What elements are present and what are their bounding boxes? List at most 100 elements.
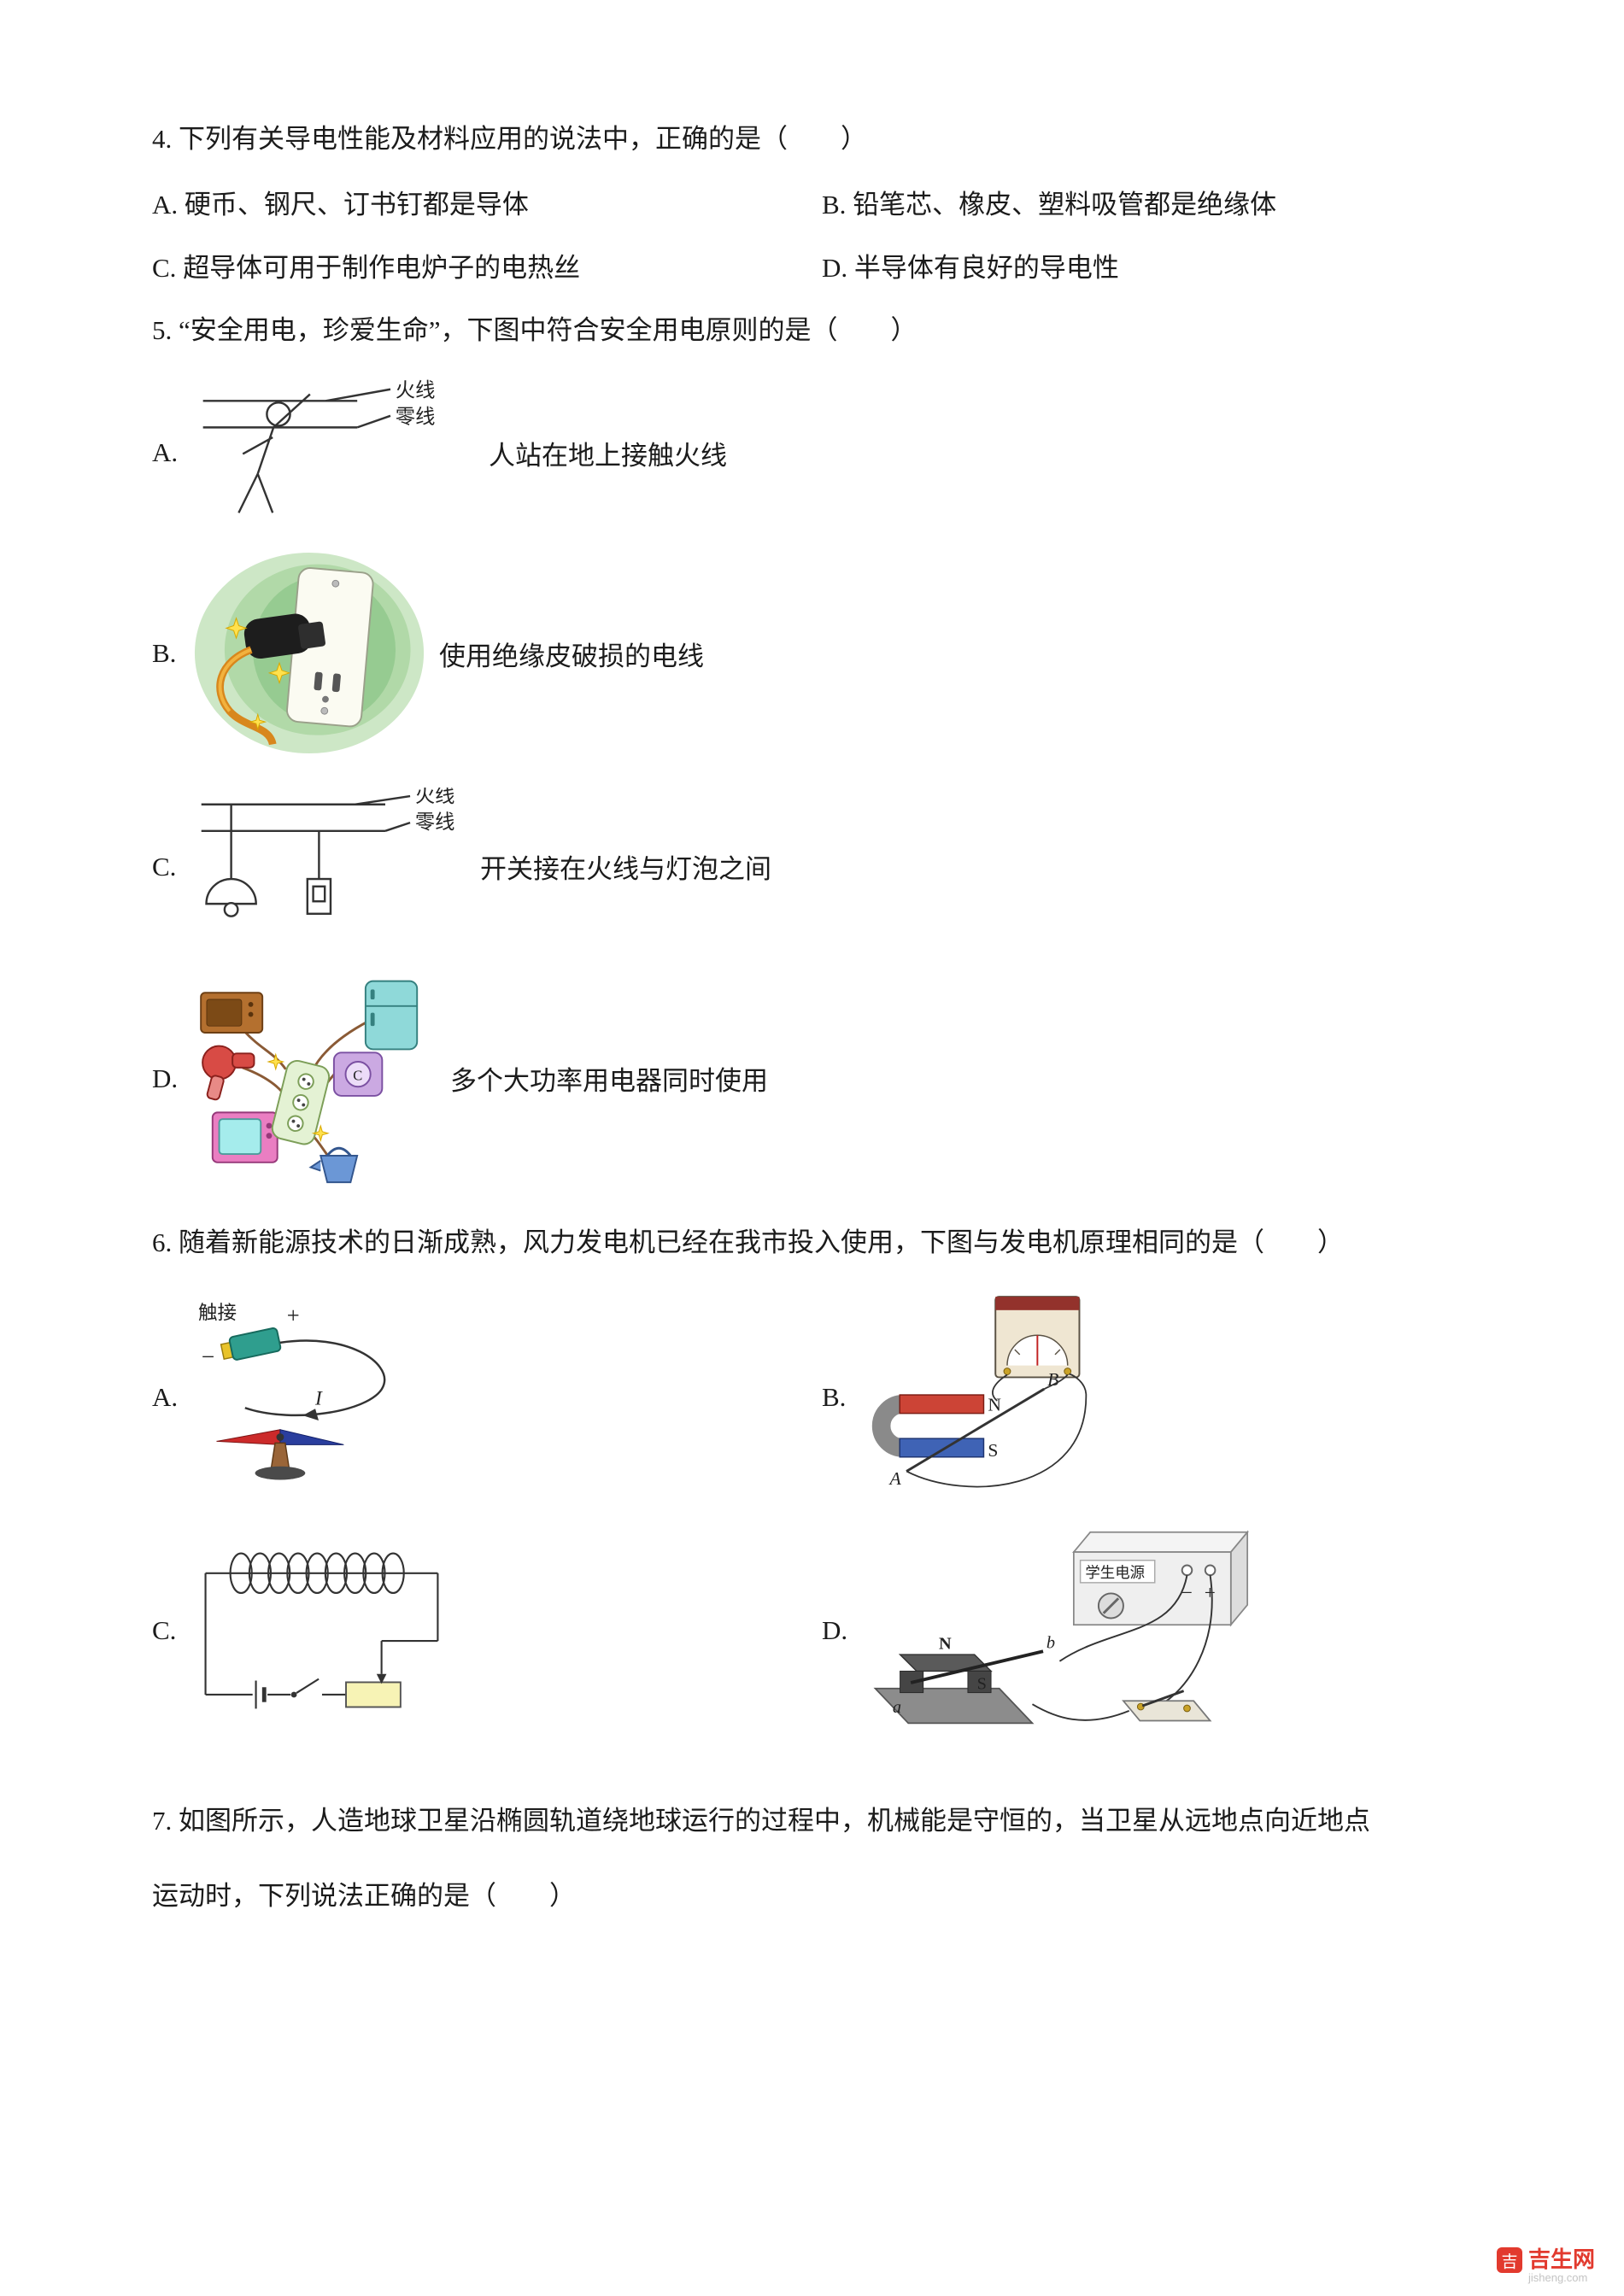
washing-machine: C xyxy=(332,1051,384,1097)
q6d-minus-label: − xyxy=(1181,1582,1193,1604)
q6-row-ab: A. 触接 + − I xyxy=(152,1292,1521,1503)
wall-switch xyxy=(306,877,332,915)
connecting-wires xyxy=(906,1373,1088,1488)
q6a-battery-compass-diagram: 触接 + − I xyxy=(198,1302,386,1479)
stick-figure xyxy=(237,393,311,513)
q5-option-d-label: D. xyxy=(152,1063,179,1093)
switch-symbol xyxy=(290,1678,320,1698)
question-6: 6. 随着新能源技术的日渐成熟，风力发电机已经在我市投入使用，下图与发电机原理相… xyxy=(152,1223,1521,1741)
q4-option-d-label: D. xyxy=(822,253,854,283)
q6-option-b-label: B. xyxy=(822,1382,847,1412)
q5-option-b-caption: 使用绝缘皮破损的电线 xyxy=(439,641,704,671)
q6b-n-label: N xyxy=(988,1395,1001,1415)
q5-option-c-caption: 开关接在火线与灯泡之间 xyxy=(480,854,771,884)
q6b-s-label: S xyxy=(988,1440,998,1461)
q5-option-a-label: A. xyxy=(152,437,179,467)
spark-icon xyxy=(311,1124,330,1143)
conductor-rod xyxy=(910,1649,1044,1684)
q4-option-b: B. 铅笔芯、橡皮、塑料吸管都是绝缘体 xyxy=(822,188,1521,222)
q5-option-c: C. 火线 零线 xyxy=(152,788,1521,946)
compass-needle xyxy=(216,1428,344,1479)
q5a-live-label: 火线 xyxy=(396,379,436,401)
q6d-a-label: a xyxy=(893,1698,901,1717)
power-lines xyxy=(202,388,391,429)
q4-option-a: A. 硬币、钢尺、订书钉都是导体 xyxy=(152,188,822,222)
battery-symbol xyxy=(255,1680,267,1709)
q6-option-d-label: D. xyxy=(822,1615,848,1645)
q5-option-a: A. 火线 零线 人站在地上接触火线 xyxy=(152,376,1521,530)
q6d-supply-label: 学生电源 xyxy=(1085,1564,1145,1581)
microwave xyxy=(200,992,264,1034)
q6b-magnet-galvanometer-diagram: N S A B xyxy=(871,1296,1088,1489)
circuit-wires xyxy=(201,794,411,881)
q6-option-a-label: A. xyxy=(152,1382,179,1412)
watermark-site-name: 吉生网 xyxy=(1527,2246,1595,2272)
q6c-solenoid-circuit-diagram xyxy=(204,1552,439,1709)
question-4: 4. 下列有关导电性能及材料应用的说法中，正确的是（ ） A. 硬币、钢尺、订书… xyxy=(152,120,1521,285)
q6a-plus-label: + xyxy=(287,1302,300,1327)
q5-option-d: D. xyxy=(152,969,1521,1187)
power-strip xyxy=(271,1059,331,1145)
pendant-lamp xyxy=(205,877,257,917)
q6-option-d: D. 学生电源 − + xyxy=(822,1520,1252,1741)
q4-option-d: D. 半导体有良好的导电性 xyxy=(822,251,1521,285)
q6-option-c-label: C. xyxy=(152,1615,177,1645)
q5-option-d-caption: 多个大功率用电器同时使用 xyxy=(450,1066,768,1096)
q4-option-c-label: C. xyxy=(152,253,184,283)
q4-option-d-text: 半导体有良好的导电性 xyxy=(853,253,1119,283)
rheostat xyxy=(345,1681,402,1708)
slider-arrow-icon xyxy=(376,1673,387,1684)
q4-option-c-text: 超导体可用于制作电炉子的电热丝 xyxy=(183,253,581,283)
q4-option-a-text: 硬币、钢尺、订书钉都是导体 xyxy=(184,190,529,220)
spark-icon xyxy=(225,617,248,640)
q6d-plus-label: + xyxy=(1205,1582,1216,1604)
q5d-overloaded-appliances-image: C xyxy=(200,980,419,1184)
q6a-current-label: I xyxy=(314,1387,323,1409)
question-5-stem: 5. “安全用电，珍爱生命”，下图中符合安全用电原则的是（ ） xyxy=(152,315,918,345)
q6a-minus-label: − xyxy=(202,1344,214,1369)
q5b-damaged-wire-image xyxy=(194,552,425,754)
question-7-stem-line2: 运动时，下列说法正确的是（ ） xyxy=(152,1881,576,1911)
galvanometer xyxy=(994,1296,1081,1379)
q4-option-b-label: B. xyxy=(822,190,853,220)
q5c-live-label: 火线 xyxy=(415,788,455,807)
battery xyxy=(220,1327,282,1361)
question-4-options: A. 硬币、钢尺、订书钉都是导体 B. 铅笔芯、橡皮、塑料吸管都是绝缘体 C. … xyxy=(152,188,1521,285)
watermark-domain: jisheng.com xyxy=(1527,2271,1588,2284)
q5-option-b-label: B. xyxy=(152,638,177,668)
kettle xyxy=(308,1146,359,1184)
television xyxy=(211,1111,278,1163)
q6-option-b: B. xyxy=(822,1292,1102,1503)
spark-icon xyxy=(267,661,291,685)
q6d-power-supply-rail-diagram: 学生电源 − + xyxy=(873,1530,1250,1725)
q4-option-a-label: A. xyxy=(152,190,185,220)
q5c-neutral-label: 零线 xyxy=(415,811,455,834)
q6d-s-label: S xyxy=(977,1675,987,1694)
spark-icon xyxy=(249,712,267,731)
watermark-text: 吉生网 jisheng.com xyxy=(1528,2247,1595,2284)
current-arrow-icon xyxy=(302,1408,319,1420)
jisheng-logo-icon: 吉 xyxy=(1496,2247,1522,2273)
q5a-neutral-label: 零线 xyxy=(396,407,436,429)
plug xyxy=(243,613,325,659)
student-power-supply: 学生电源 − + xyxy=(1072,1530,1250,1627)
question-4-stem: 4. 下列有关导电性能及材料应用的说法中，正确的是（ ） xyxy=(152,124,867,154)
q6-option-c: C. xyxy=(152,1542,822,1719)
hair-dryer xyxy=(202,1045,255,1101)
q6a-touch-label: 触接 xyxy=(198,1302,237,1323)
q6b-a-label: A xyxy=(888,1468,901,1489)
logo-glyph: 吉 xyxy=(1501,2252,1518,2271)
q5a-person-touching-wire-diagram: 火线 零线 xyxy=(202,379,436,513)
question-7: 7. 如图所示，人造地球卫星沿椭圆轨道绕地球运行的过程中，机械能是守恒的，当卫星… xyxy=(152,1784,1521,1934)
site-watermark: 吉 吉生网 jisheng.com xyxy=(1496,2247,1595,2284)
q6-row-cd: C. xyxy=(152,1520,1521,1741)
solenoid-coil xyxy=(205,1552,438,1595)
spark-icon xyxy=(267,1052,285,1071)
question-6-stem: 6. 随着新能源技术的日渐成熟，风力发电机已经在我市投入使用，下图与发电机原理相… xyxy=(152,1227,1344,1257)
q5-option-b: B. xyxy=(152,552,1521,755)
wire-loop xyxy=(244,1338,386,1416)
q4-option-c: C. 超导体可用于制作电炉子的电热丝 xyxy=(152,251,822,285)
conductor-rod xyxy=(906,1387,1045,1473)
q5-option-a-caption: 人站在地上接触火线 xyxy=(489,440,727,471)
